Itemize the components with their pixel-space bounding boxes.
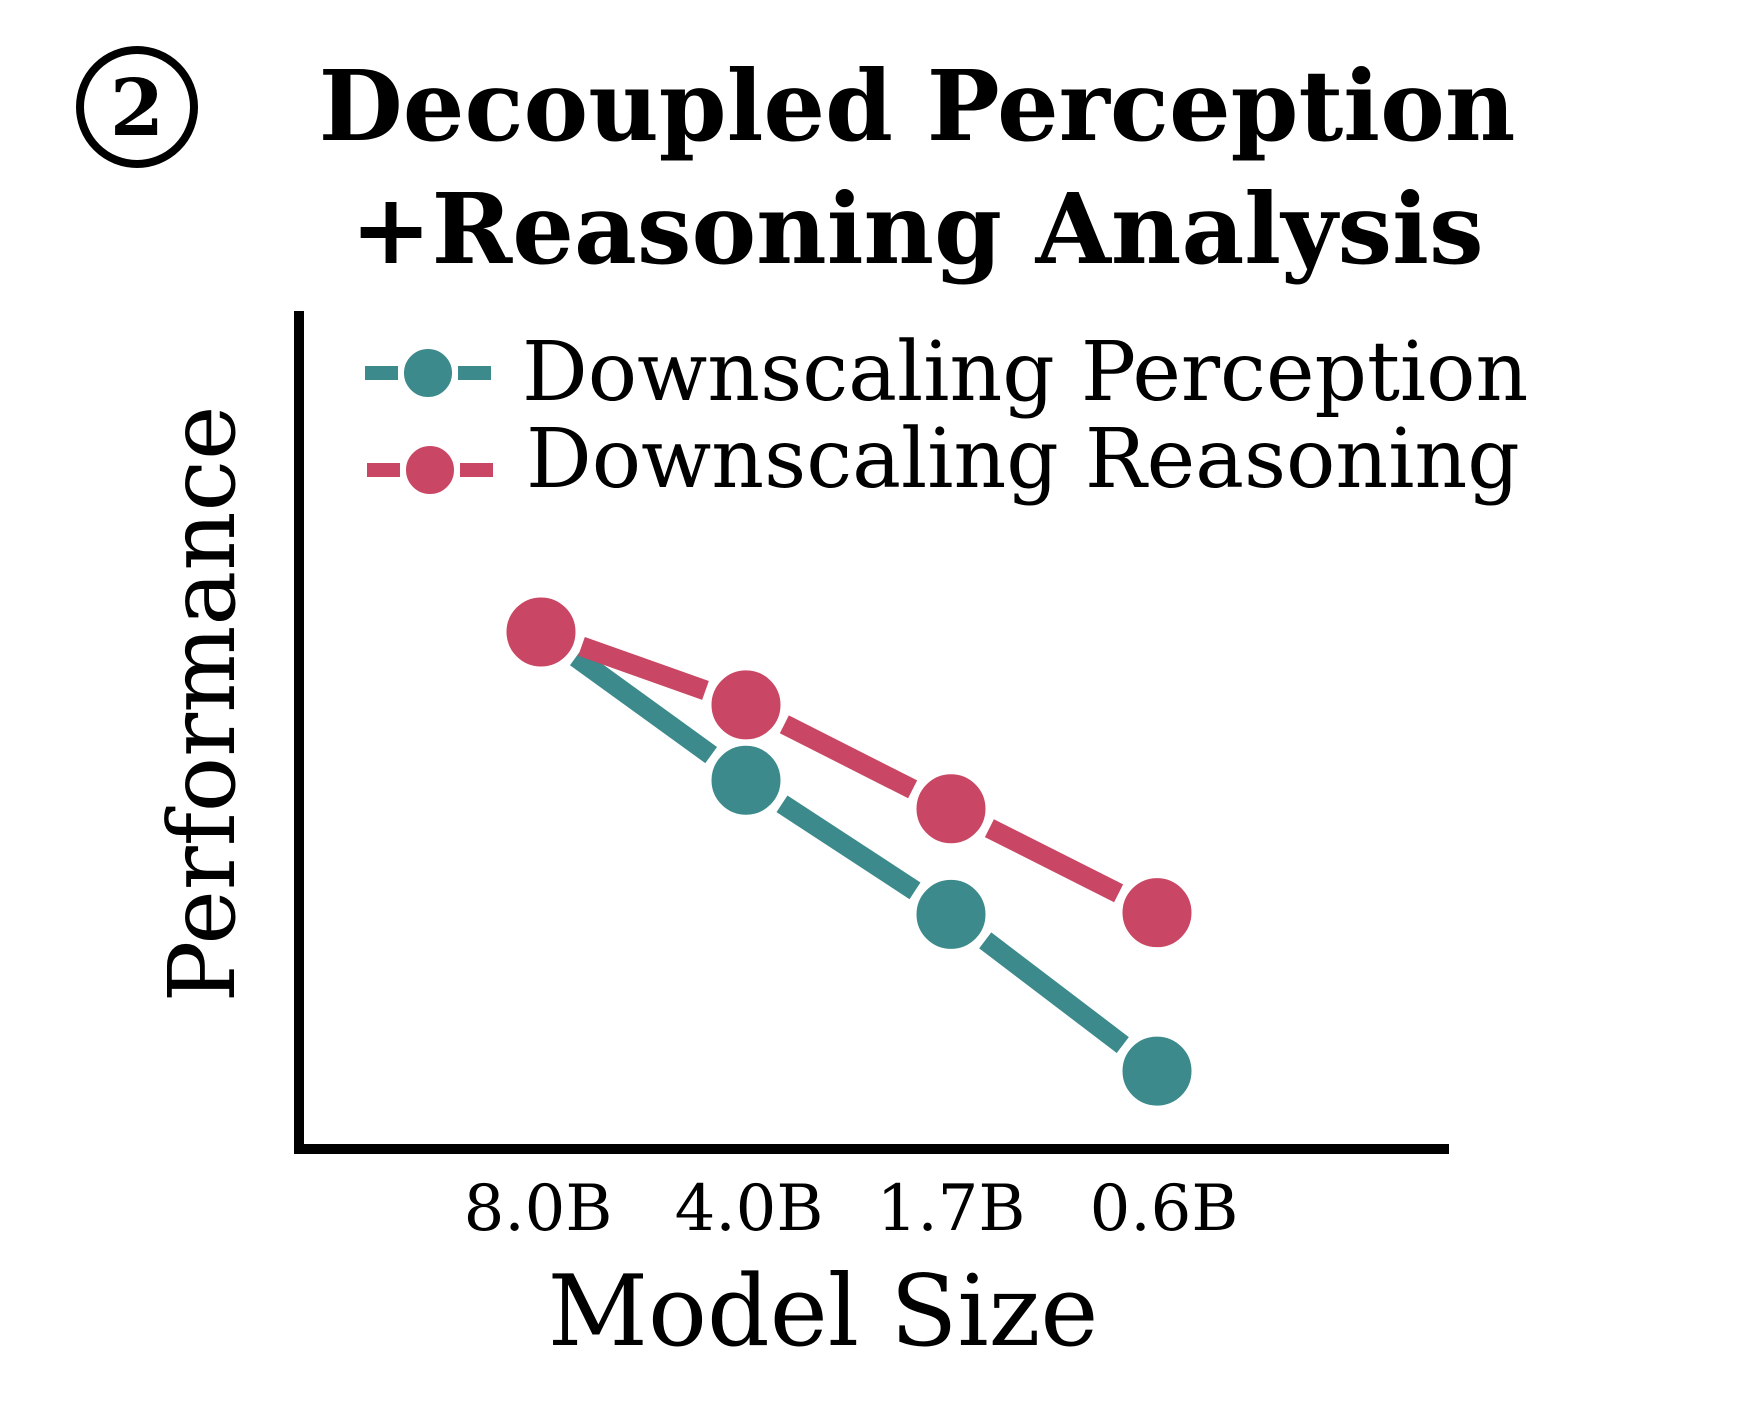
- data-point-marker: [1117, 873, 1197, 953]
- series-line-segment: [779, 715, 918, 799]
- x-tick-label: 4.0B: [675, 1172, 824, 1246]
- y-axis-label: Performance: [149, 406, 256, 1003]
- x-axis-label: Model Size: [548, 1255, 1099, 1369]
- data-point-marker: [911, 769, 991, 849]
- chart-title-line2: +Reasoning Analysis: [350, 172, 1483, 286]
- chart-title-line1: Decoupled Perception: [319, 49, 1516, 163]
- x-tick-label: 0.6B: [1090, 1172, 1239, 1246]
- badge-number: 2: [110, 63, 164, 154]
- series-perception: [501, 592, 1197, 1111]
- legend-item-perception: Downscaling Perception: [365, 325, 1528, 420]
- data-point-marker: [1117, 1031, 1197, 1111]
- x-tick-label: 1.7B: [877, 1172, 1026, 1246]
- legend-marker-icon: [402, 442, 458, 498]
- legend-label-reasoning: Downscaling Reasoning: [526, 412, 1520, 507]
- data-point-marker: [911, 874, 991, 954]
- data-point-marker: [706, 740, 786, 820]
- series-reasoning: [501, 592, 1197, 953]
- data-point-marker: [706, 665, 786, 745]
- step-badge: 2: [76, 46, 198, 168]
- badge-circle-icon: [76, 46, 198, 168]
- legend-marker-icon: [400, 345, 456, 401]
- series-line-segment: [569, 649, 718, 764]
- series-line-segment: [776, 795, 921, 900]
- series-line-segment: [578, 636, 709, 700]
- x-tick-label: 8.0B: [464, 1172, 613, 1246]
- series-line-segment: [984, 819, 1124, 903]
- series-line-segment: [979, 932, 1129, 1053]
- legend-label-perception: Downscaling Perception: [522, 325, 1528, 420]
- legend-item-reasoning: Downscaling Reasoning: [367, 412, 1520, 507]
- legend: Downscaling Perception Downscaling Reaso…: [365, 325, 1528, 507]
- data-point-marker: [501, 592, 581, 672]
- plot-area: [501, 592, 1197, 1111]
